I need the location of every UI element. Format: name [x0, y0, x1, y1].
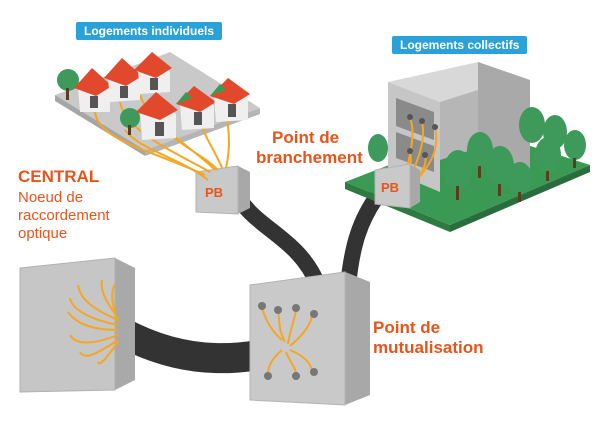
house-3	[134, 52, 172, 94]
cable-mutualisation-to-pb-right	[340, 187, 386, 294]
mutualisation-fibers	[261, 307, 313, 375]
mutualisation-label-line2: mutualisation	[373, 338, 484, 357]
central-title: CENTRAL	[18, 167, 100, 186]
house-5	[176, 86, 216, 130]
central-subtitle-line3: optique	[18, 225, 68, 242]
mutualisation-box	[249, 271, 370, 406]
central-box	[19, 257, 135, 393]
branch-point-label-line2: branchement	[256, 148, 363, 167]
house-2	[104, 58, 142, 102]
collective-tree-trunks	[456, 158, 576, 202]
collective-housing-tag: Logements collectifs	[392, 36, 528, 54]
house-1	[74, 68, 112, 112]
pb-left-label: PB	[205, 185, 223, 200]
mutualisation-connectors	[258, 302, 318, 380]
individual-housing-tag: Logements individuels	[76, 22, 223, 40]
house-6	[210, 78, 250, 122]
collective-trees	[368, 107, 586, 194]
pb-box-left: PB	[195, 165, 250, 215]
central-subtitle-line2: raccordement	[18, 207, 110, 224]
house-trees	[57, 69, 140, 135]
cable-mutualisation-to-pb-left	[232, 192, 326, 293]
branch-point-label-line1: Point de	[272, 128, 340, 147]
central-subtitle-line1: Noeud de	[18, 189, 84, 206]
mutualisation-label-line1: Point de	[373, 318, 441, 337]
pb-box-right: PB	[374, 163, 420, 209]
house-4	[136, 92, 178, 140]
central-fibers	[67, 279, 119, 365]
pb-right-label: PB	[381, 180, 399, 195]
building-connectors	[407, 114, 438, 158]
